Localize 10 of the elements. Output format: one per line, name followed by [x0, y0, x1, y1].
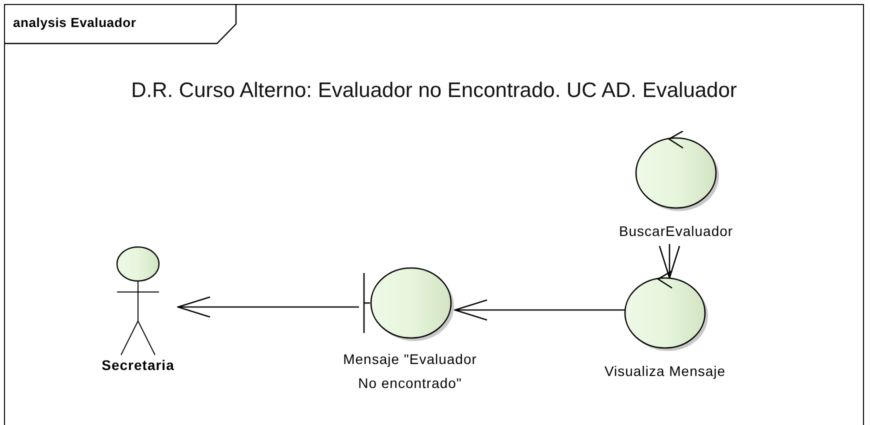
diagram-title: D.R. Curso Alterno: Evaluador no Encontrado. UC AD. Evaluador: [130, 78, 738, 104]
arrow: [454, 299, 625, 321]
frame-name: analysis Evaluador: [13, 14, 136, 32]
node-label: Secretaria: [102, 356, 174, 375]
node-label: Visualiza Mensaje: [604, 362, 726, 381]
frame: [4, 4, 864, 425]
node-label: Mensaje "Evaluador No encontrado": [342, 350, 478, 393]
arrow: [658, 244, 680, 279]
node-label: BuscarEvaluador: [618, 222, 734, 241]
arrow: [177, 296, 359, 318]
